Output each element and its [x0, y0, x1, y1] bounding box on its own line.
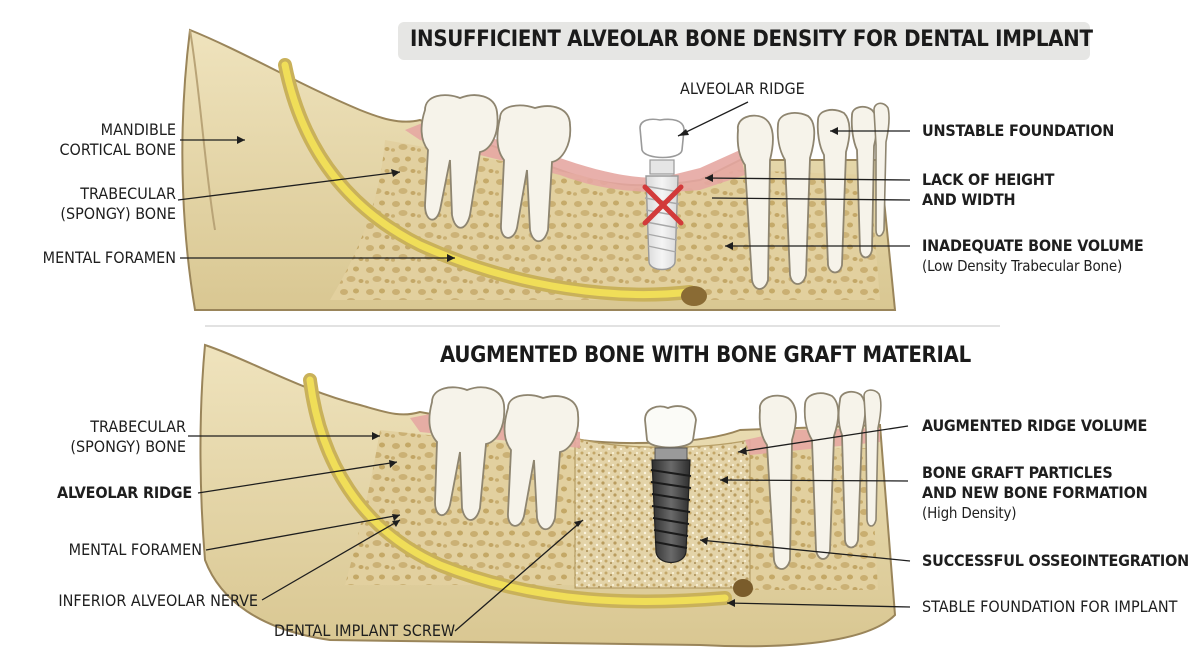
top-jaw-illustration: [181, 28, 897, 311]
bottom-label-mental-foramen: MENTAL FORAMEN: [68, 540, 202, 559]
top-label-inadequate-line1: INADEQUATE BONE VOLUME: [922, 236, 1144, 255]
top-label-lack-line1: LACK OF HEIGHT: [922, 170, 1055, 189]
top-label-mandible-line2: CORTICAL BONE: [59, 140, 176, 159]
bottom-label-bone-graft: BONE GRAFT PARTICLES AND NEW BONE FORMAT…: [922, 463, 1148, 523]
top-label-lack-of-height: LACK OF HEIGHT AND WIDTH: [922, 170, 1054, 210]
top-label-unstable-foundation: UNSTABLE FOUNDATION: [922, 121, 1115, 140]
top-title-background: [398, 22, 1090, 60]
top-panel-title: INSUFFICIENT ALVEOLAR BONE DENSITY FOR D…: [410, 27, 1093, 52]
bottom-mental-foramen: [733, 579, 753, 597]
top-label-trabecular-line1: TRABECULAR: [80, 184, 176, 203]
top-label-lack-line2: AND WIDTH: [922, 190, 1016, 209]
top-mental-foramen: [681, 286, 707, 306]
top-front-teeth: [736, 102, 890, 290]
bottom-molar-2: [503, 394, 580, 531]
bottom-molar-1: [428, 386, 506, 521]
bottom-jaw-illustration: [199, 343, 897, 648]
bottom-label-trabecular-line2: (SPONGY) BONE: [70, 437, 186, 456]
bottom-panel-title: AUGMENTED BONE WITH BONE GRAFT MATERIAL: [440, 343, 971, 368]
top-label-mandible-line1: MANDIBLE: [100, 120, 176, 139]
bottom-label-graft-line2: AND NEW BONE FORMATION: [922, 483, 1148, 502]
bottom-label-graft-line1: BONE GRAFT PARTICLES: [922, 463, 1113, 482]
bottom-label-trabecular-line1: TRABECULAR: [90, 417, 186, 436]
top-molar-1: [420, 94, 499, 229]
top-molar-2: [496, 104, 572, 243]
bottom-label-osseointegration: SUCCESSFUL OSSEOINTEGRATION: [922, 551, 1189, 570]
bottom-label-inferior-alveolar-nerve: INFERIOR ALVEOLAR NERVE: [58, 591, 258, 610]
leader-lines: [177, 101, 911, 632]
top-label-inadequate-bone-volume: INADEQUATE BONE VOLUME (Low Density Trab…: [922, 236, 1144, 276]
top-label-mental-foramen: MENTAL FORAMEN: [42, 248, 176, 267]
top-red-cross-icon: [642, 184, 684, 226]
top-label-mandible: MANDIBLE CORTICAL BONE: [59, 120, 176, 160]
bottom-label-stable-foundation: STABLE FOUNDATION FOR IMPLANT: [922, 597, 1178, 616]
bottom-label-augmented-ridge-volume: AUGMENTED RIDGE VOLUME: [922, 416, 1148, 435]
bottom-label-graft-sub: (High Density): [922, 504, 1017, 522]
top-label-inadequate-sub: (Low Density Trabecular Bone): [922, 257, 1123, 275]
top-label-alveolar-ridge: ALVEOLAR RIDGE: [680, 79, 805, 98]
bottom-dental-implant: [644, 405, 697, 564]
bottom-front-teeth: [758, 389, 882, 570]
bottom-label-alveolar-ridge: ALVEOLAR RIDGE: [57, 483, 192, 502]
bottom-label-dental-implant-screw: DENTAL IMPLANT SCREW: [274, 621, 456, 640]
top-label-trabecular: TRABECULAR (SPONGY) BONE: [60, 184, 176, 224]
top-label-trabecular-line2: (SPONGY) BONE: [60, 204, 176, 223]
bottom-label-trabecular: TRABECULAR (SPONGY) BONE: [70, 417, 186, 457]
leader-arrowheads: [237, 127, 838, 607]
